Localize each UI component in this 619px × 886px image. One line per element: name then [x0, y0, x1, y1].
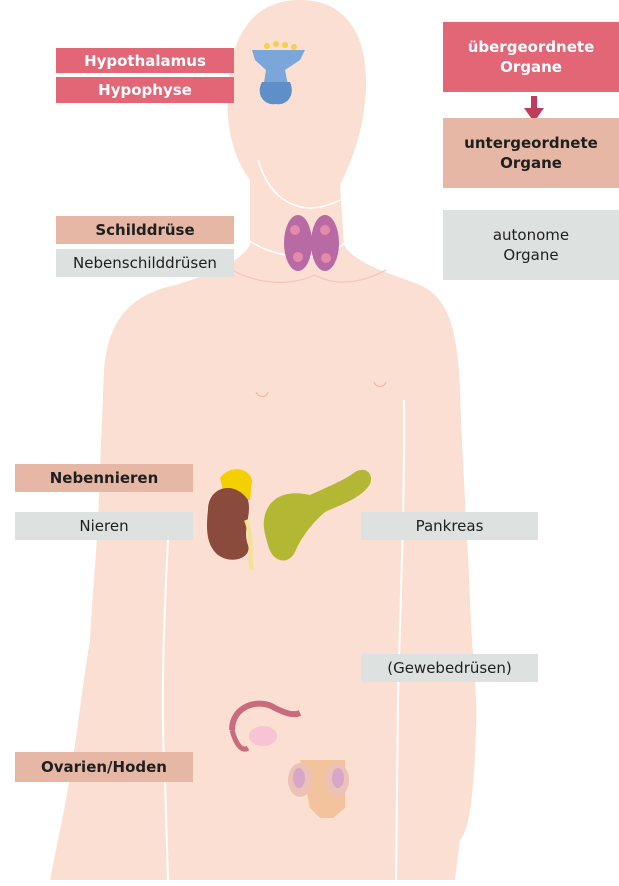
label-nebenschilddruesen: Nebenschilddrüsen [56, 249, 234, 277]
legend-autonomous-line1: autonome [493, 225, 569, 245]
label-gewebedruesen: (Gewebedrüsen) [361, 654, 538, 682]
label-hypophyse: Hypophyse [56, 77, 234, 103]
legend-autonomous: autonome Organe [443, 210, 619, 280]
body-silhouette [50, 0, 476, 880]
legend-superordinate-line2: Organe [500, 57, 562, 77]
legend-autonomous-line2: Organe [503, 245, 558, 265]
label-pankreas: Pankreas [361, 512, 538, 540]
legend-subordinate-line2: Organe [500, 153, 562, 173]
legend-subordinate-line1: untergeordnete [464, 133, 598, 153]
legend-superordinate: übergeordnete Organe [443, 22, 619, 92]
label-schilddruese: Schilddrüse [56, 216, 234, 244]
legend-subordinate: untergeordnete Organe [443, 118, 619, 188]
label-ovarien-hoden: Ovarien/Hoden [15, 752, 193, 782]
label-nebennieren: Nebennieren [15, 464, 193, 492]
legend-superordinate-line1: übergeordnete [468, 37, 595, 57]
label-hypothalamus: Hypothalamus [56, 48, 234, 73]
label-nieren: Nieren [15, 512, 193, 540]
